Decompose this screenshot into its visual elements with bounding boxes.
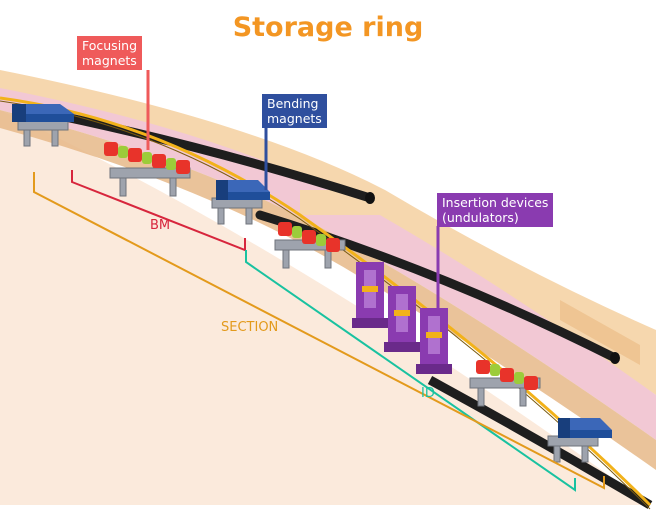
section-label: SECTION [221,320,279,335]
girder-6 [547,435,599,463]
focusing-magnets-callout: Focusing magnets [77,36,143,70]
bending-magnet-3 [558,418,612,438]
undulator-1 [352,262,388,328]
focusing-magnets-2 [278,222,340,252]
bending-callout-line1: Bending [267,96,319,111]
bending-magnet-1 [12,104,74,122]
insertion-callout-line2: (undulators) [442,210,519,225]
cable-pipe-2-end [610,352,620,364]
girder-2 [109,167,191,197]
focusing-callout-line1: Focusing [82,38,138,53]
tunnel-ledge-right [560,300,640,365]
bm-bracket [71,170,246,252]
undulator-3 [416,308,452,374]
cable-pipe [65,113,375,203]
bm-label: BM [150,218,171,233]
cable-pipe-end [365,192,375,204]
section-bracket [33,172,605,490]
cable-pipe-3 [427,376,653,509]
bending-callout-line2: magnets [267,111,322,126]
id-bracket [245,250,576,492]
bending-magnet-2 [216,180,270,200]
insertion-callout-line1: Insertion devices [442,195,549,210]
insertion-devices-callout: Insertion devices (undulators) [437,193,554,227]
bending-magnets-callout: Bending magnets [262,94,327,128]
id-label: ID [421,386,435,401]
focusing-magnets-1 [104,142,190,174]
undulator-2 [384,286,420,352]
page-title: Storage ring [232,12,424,43]
tunnel-floor [0,110,650,505]
focusing-magnets-3 [476,360,538,390]
focusing-callout-line2: magnets [82,53,137,68]
tunnel-wall-side [0,110,656,470]
